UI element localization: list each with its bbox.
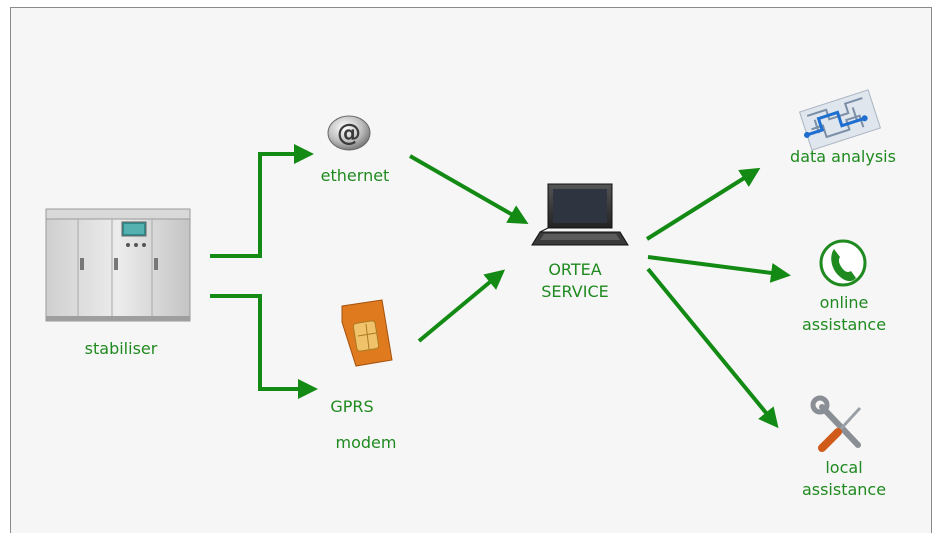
phone-icon xyxy=(819,239,867,287)
arrow-ortea-to-online-assistance xyxy=(647,255,791,283)
wrench-screwdriver-icon xyxy=(810,395,862,452)
ortea-service-line1: ORTEA xyxy=(548,260,602,279)
gprs-label: GPRS xyxy=(330,397,374,416)
local-assistance-label: local assistance xyxy=(784,457,904,501)
ortea-service-line2: SERVICE xyxy=(541,282,609,301)
local-assistance-line1: local xyxy=(825,458,863,477)
svg-text:@: @ xyxy=(337,119,361,147)
connectors xyxy=(210,144,791,429)
arrow-ortea-to-data-analysis xyxy=(645,167,761,241)
modem-label: modem xyxy=(335,433,397,452)
sim-card-icon xyxy=(341,299,393,367)
at-sign-icon: @ xyxy=(327,115,371,151)
ortea-service-label: ORTEA SERVICE xyxy=(520,259,630,303)
data-analysis-label: data analysis xyxy=(790,147,896,166)
arrow-gprs-to-ortea xyxy=(417,269,506,343)
arrow-stabiliser-to-gprs xyxy=(210,294,318,399)
stabiliser-cabinet-icon xyxy=(45,208,191,322)
local-assistance-line2: assistance xyxy=(801,480,887,499)
online-assistance-line1: online xyxy=(819,293,869,312)
maze-icon xyxy=(798,89,882,151)
arrow-stabiliser-to-ethernet xyxy=(210,144,314,258)
ethernet-label: ethernet xyxy=(320,166,390,185)
stabiliser-label: stabiliser xyxy=(84,339,158,358)
online-assistance-label: online assistance xyxy=(784,292,904,336)
online-assistance-line2: assistance xyxy=(801,315,887,334)
arrow-ethernet-to-ortea xyxy=(409,154,529,224)
arrow-ortea-to-local-assistance xyxy=(646,267,779,429)
laptop-icon xyxy=(531,183,629,246)
